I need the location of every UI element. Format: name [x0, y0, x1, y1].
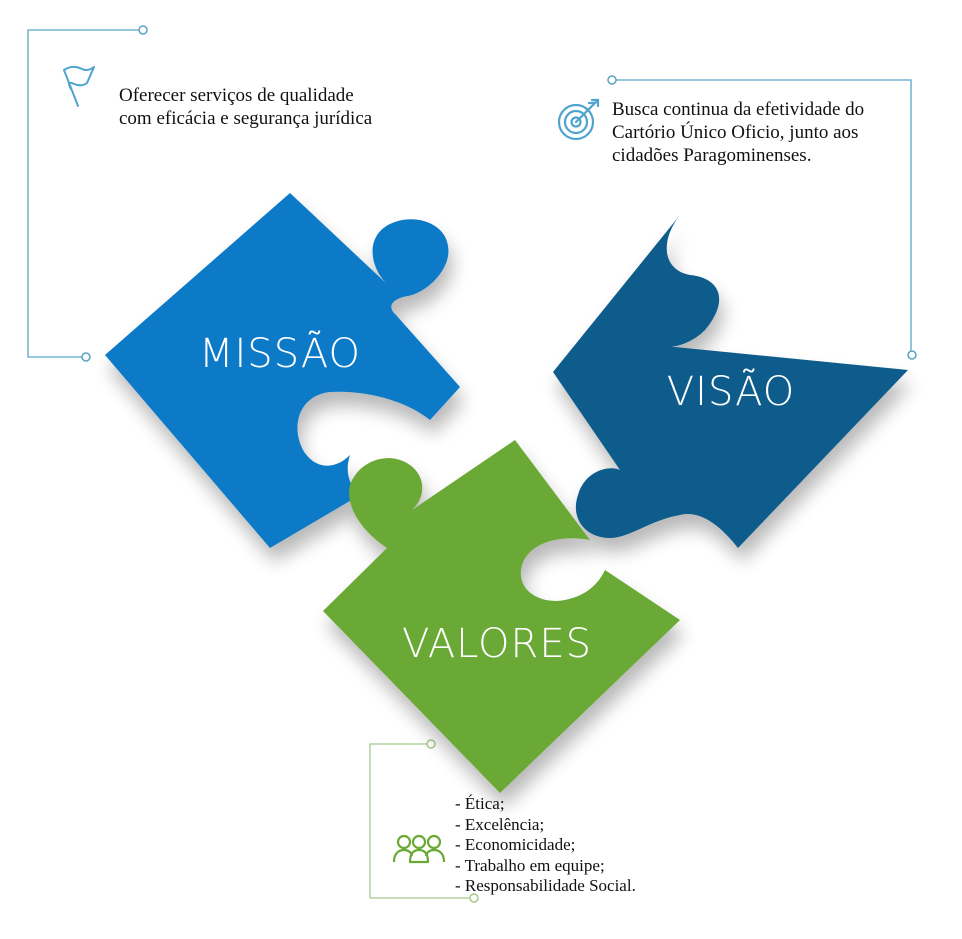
valores-item: - Excelência; [455, 814, 545, 834]
flag-icon [63, 65, 95, 107]
missao-line: com eficácia e segurança jurídica [119, 108, 373, 129]
valores-item: - Economicidade; [455, 835, 576, 854]
missao-label: MISSÃO [199, 329, 361, 377]
valores-piece [323, 440, 680, 793]
missao-piece [105, 193, 460, 548]
missao-description: Oferecer serviços de qualidade com eficá… [119, 84, 372, 130]
visao-connector [607, 75, 917, 360]
target-icon [557, 98, 600, 141]
visao-line: Busca continua da efetividade do [612, 99, 865, 120]
valores-label: VALORES [402, 621, 592, 667]
valores-item: - Responsabilidade Social. [455, 876, 636, 895]
visao-piece [553, 215, 908, 548]
people-group-icon [392, 834, 446, 864]
valores-list: - Ética; - Excelência; - Economicidade; … [455, 794, 636, 897]
visao-line: cidadões Paragominenses. [612, 145, 812, 166]
valores-item: - Ética; [455, 794, 505, 813]
visao-line: Cartório Único Oficio, junto aos [612, 122, 859, 143]
missao-line: Oferecer serviços de qualidade [119, 85, 354, 106]
valores-connector [369, 739, 479, 903]
valores-item: - Trabalho em equipe; [455, 855, 605, 875]
visao-description: Busca continua da efetividade do Cartóri… [612, 98, 864, 167]
visao-label: VISÃO [667, 367, 795, 415]
missao-connector [27, 25, 148, 362]
